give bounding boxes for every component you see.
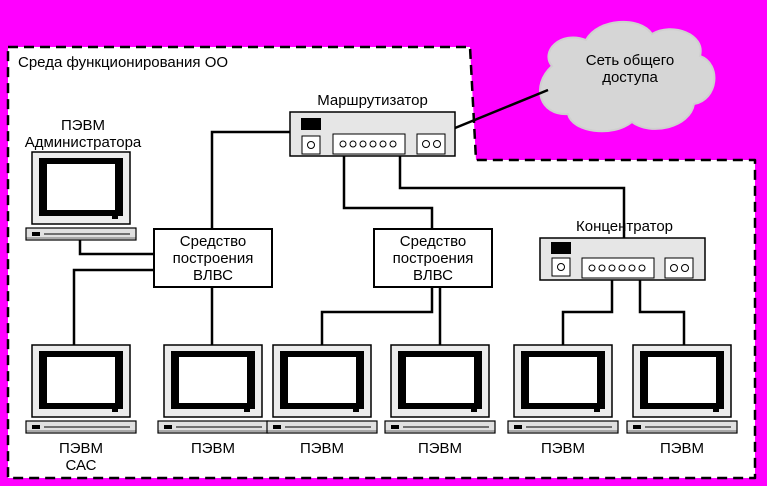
workstation-label: ПЭВМ [190,440,236,457]
router-label: Маршрутизатор [317,92,428,109]
public-network-cloud [539,21,716,133]
workstation-label: ПЭВМ [417,440,463,457]
hub-device [539,237,706,281]
workstation-label: ПЭВМ [540,440,586,457]
hub-label: Концентратор [575,218,674,235]
environment-label: Среда функционирования ОО [18,54,229,71]
connection-lines [72,88,686,348]
workstation-label: ПЭВМ [299,440,345,457]
admin-computer-label: ПЭВМ Администратора [24,117,142,151]
cloud-label: Сеть общего доступа [585,52,675,86]
workstation-label: ПЭВМ [659,440,705,457]
lan-tool-box-1: Средство построения ВЛВС [153,228,273,288]
lan-tool-box-2: Средство построения ВЛВС [373,228,493,288]
workstation-label: ПЭВМ САС [58,440,104,474]
router-device [289,111,456,157]
